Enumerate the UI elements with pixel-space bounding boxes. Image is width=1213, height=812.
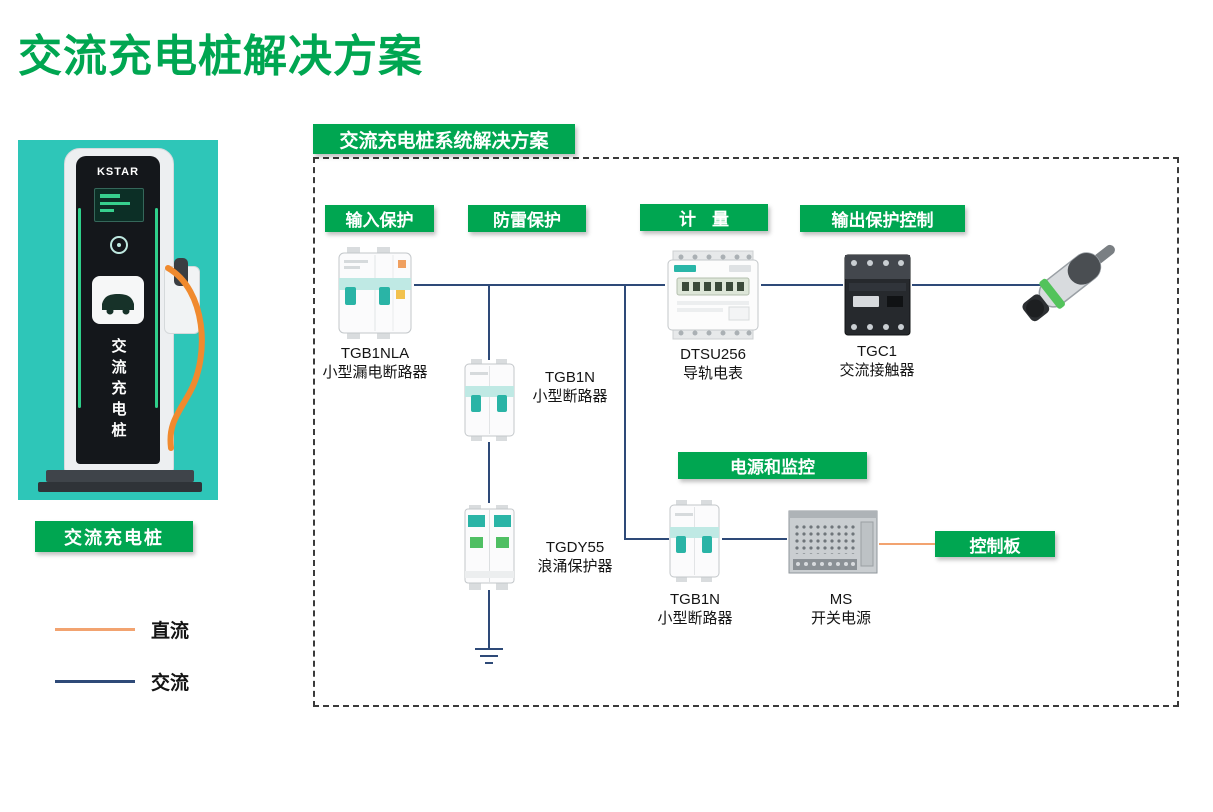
docked-gun (174, 258, 188, 286)
ac-line-swatch (55, 679, 135, 683)
component-model: TGC1 (856, 343, 897, 360)
component-name: 交流接触器 (839, 362, 915, 379)
pillar-base (46, 470, 194, 482)
product-caption-badge: 交流充电桩 (35, 521, 193, 552)
component-model: TGB1N (669, 591, 720, 608)
pillar-screen (94, 188, 144, 222)
car-icon (92, 276, 144, 324)
label-surge-protector: TGDY55 浪涌保护器 (520, 538, 630, 576)
product-photo-panel: KSTAR 交流充电桩 (18, 140, 218, 500)
component-model: TGB1NLA (340, 345, 410, 362)
legend: 直流 交流 (55, 615, 189, 719)
ac-line-breaker1-surge (488, 442, 490, 503)
ac-label: 交流 (151, 672, 190, 694)
leakage-breaker-image (336, 246, 414, 345)
contactor-image (843, 250, 912, 345)
ac-line-drop-breaker1 (488, 284, 490, 360)
label-meter: DTSU256 导轨电表 (648, 345, 778, 383)
component-model: DTSU256 (680, 346, 746, 363)
badge-metering: 计量 (640, 204, 768, 231)
legend-row-ac: 交流 (55, 667, 189, 695)
psu-image (787, 503, 879, 584)
label-contactor: TGC1 交流接触器 (812, 342, 942, 380)
surge-protector-image (462, 503, 517, 597)
breaker2-image (667, 497, 722, 590)
component-model: TGDY55 (545, 539, 605, 556)
ac-line-main-3 (912, 284, 1043, 286)
label-psu: MS 开关电源 (791, 590, 891, 628)
charging-connector-image (1015, 240, 1127, 335)
label-leakage-breaker: TGB1NLA 小型漏电断路器 (300, 344, 450, 382)
label-breaker2: TGB1N 小型断路器 (640, 590, 750, 628)
page-title: 交流充电桩解决方案 (18, 32, 423, 81)
brand-label: KSTAR (96, 166, 140, 178)
breaker1-image (462, 358, 517, 447)
led-strip-right (155, 208, 158, 408)
component-name: 小型断路器 (657, 610, 733, 627)
dc-line-psu-controlboard (879, 543, 935, 545)
charging-pillar-front: KSTAR 交流充电桩 (76, 156, 160, 464)
led-strip-left (78, 208, 81, 408)
legend-row-dc: 直流 (55, 615, 189, 643)
dc-line-swatch (55, 627, 135, 631)
component-name: 开关电源 (810, 610, 871, 627)
component-model: TGB1N (544, 369, 595, 386)
component-name: 浪涌保护器 (537, 558, 613, 575)
component-name: 导轨电表 (682, 365, 743, 382)
meter-image (665, 248, 761, 347)
badge-input-protection: 输入保护 (325, 205, 434, 232)
diagram-boundary (313, 157, 1179, 707)
badge-control-board: 控制板 (935, 531, 1055, 557)
pillar-vertical-text: 交流充电桩 (109, 338, 127, 443)
badge-output-protection: 输出保护控制 (800, 205, 965, 232)
ac-line-breaker2-psu (722, 538, 787, 540)
ac-line-main-1 (414, 284, 665, 286)
ac-line-main-2 (761, 284, 843, 286)
diagram-title-badge: 交流充电桩系统解决方案 (313, 124, 575, 154)
badge-surge-protection: 防雷保护 (468, 205, 586, 232)
ac-line-to-breaker2 (624, 538, 669, 540)
component-name: 小型断路器 (532, 388, 608, 405)
ac-line-surge-ground (488, 590, 490, 648)
label-breaker1: TGB1N 小型断路器 (520, 368, 620, 406)
component-name: 小型漏电断路器 (322, 364, 428, 381)
contactless-icon (110, 236, 128, 254)
ac-line-drop-monitoring (624, 284, 626, 540)
component-model: MS (829, 591, 853, 608)
badge-power-monitoring: 电源和监控 (678, 452, 867, 479)
dc-label: 直流 (151, 620, 190, 642)
